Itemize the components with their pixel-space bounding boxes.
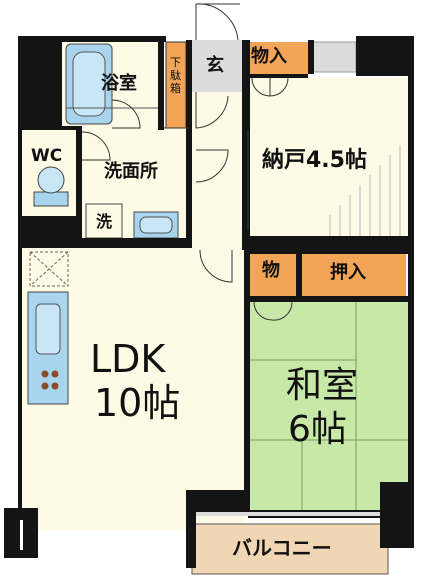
stove-burner [41, 382, 49, 390]
fridge-space [29, 251, 69, 287]
stove-burner [41, 370, 49, 378]
bath-label: 浴室 [101, 73, 137, 94]
washroom-label: 洗面所 [104, 161, 158, 182]
kitchen-sink [35, 303, 61, 355]
ldk-name-label: LDK [90, 337, 166, 381]
storage-room-label: 納戸4.5帖 [262, 148, 367, 173]
top-window [311, 41, 357, 73]
shoe-box-label: 下駄箱 [170, 56, 181, 96]
storage-room-floor [248, 78, 408, 238]
washitsu-floor [248, 302, 408, 512]
entrance-floor [190, 40, 242, 92]
ldk-size-label: 10帖 [94, 381, 181, 425]
stove-burner [51, 370, 59, 378]
washbasin-bowl [139, 216, 173, 234]
balcony-label: バルコニー [232, 536, 332, 560]
washitsu-name-label: 和室 [286, 365, 359, 406]
entrance-label: 玄 [206, 55, 224, 76]
storage-top [248, 42, 308, 74]
storage-small [250, 254, 296, 296]
storage-small-label: 物 [262, 260, 280, 281]
washitsu-size-label: 6帖 [288, 409, 347, 450]
tatami-lines [248, 302, 408, 512]
bathtub-inner [72, 51, 106, 117]
washer-label: 洗 [96, 212, 113, 231]
closet-label: 押入 [330, 262, 366, 283]
closet [302, 254, 406, 296]
toilet-bowl [37, 166, 65, 194]
balcony [191, 523, 389, 575]
stove-burner [51, 382, 59, 390]
doors [81, 3, 293, 321]
storage-top-label: 物入 [251, 46, 287, 67]
toilet-tank [33, 191, 69, 207]
storage-room-hatching [329, 145, 401, 238]
wc-label: WC [31, 146, 63, 166]
